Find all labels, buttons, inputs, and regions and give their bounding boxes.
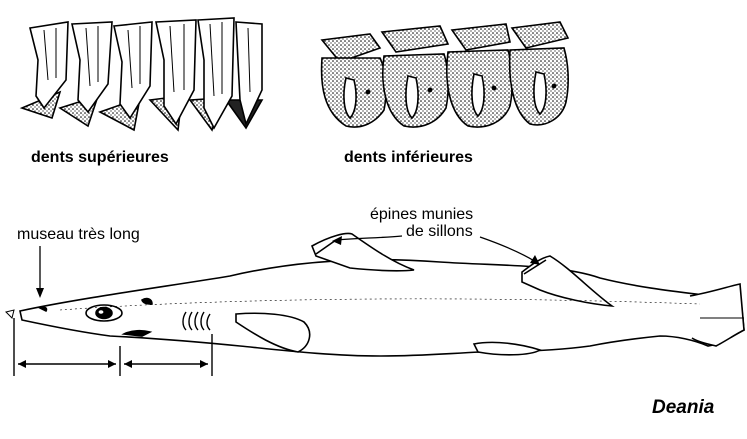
shark-body-illustration: [6, 234, 744, 357]
lower-teeth-illustration: [322, 22, 569, 127]
spines-label-line1: épines munies: [370, 207, 473, 223]
upper-teeth-illustration: [22, 18, 262, 130]
upper-teeth-label: dents supérieures: [31, 150, 169, 166]
spines-label-line2: de sillons: [406, 224, 473, 240]
snout-label: museau très long: [17, 227, 140, 243]
lower-teeth-label: dents inférieures: [344, 150, 473, 166]
genus-caption: Deania: [652, 397, 714, 419]
